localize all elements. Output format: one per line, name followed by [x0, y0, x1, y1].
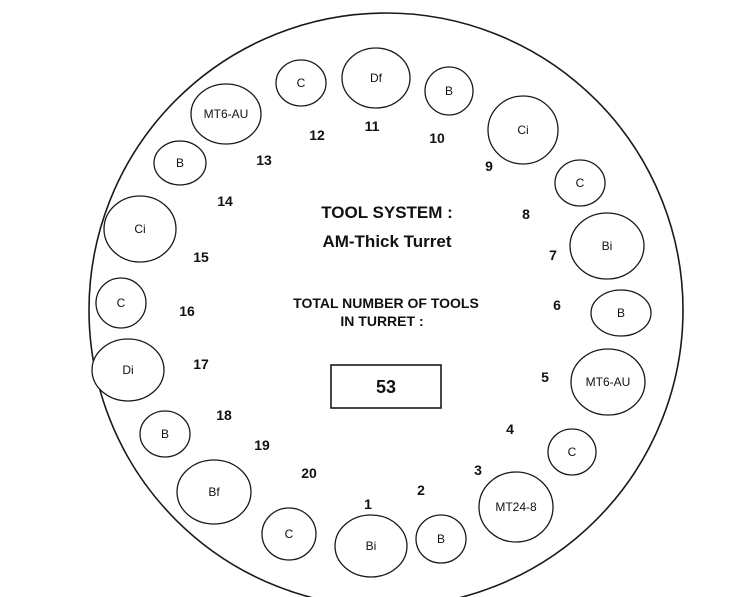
tool-station-3-circle [478, 471, 554, 543]
tool-station-17-label: Di [122, 363, 133, 377]
station-number-6: 6 [553, 297, 561, 313]
tool-station-12-circle [275, 59, 327, 107]
station-number-10: 10 [429, 130, 445, 146]
station-number-8: 8 [522, 206, 530, 222]
total-count-value: 53 [376, 377, 396, 397]
tool-station-14-circle [153, 140, 207, 186]
tool-station-13-label: MT6-AU [204, 107, 249, 121]
tool-station-15-circle [103, 195, 177, 263]
station-number-14: 14 [217, 193, 233, 209]
tool-station-19-label: Bf [208, 485, 220, 499]
station-number-19: 19 [254, 437, 270, 453]
tool-station-2-circle [415, 514, 467, 564]
tool-station-20-label: C [285, 527, 294, 541]
total-count-box [330, 364, 442, 409]
tool-station-7-label: Bi [602, 239, 613, 253]
station-number-9: 9 [485, 158, 493, 174]
title-line-1: TOOL SYSTEM : [321, 203, 453, 222]
tool-station-19-circle [176, 459, 252, 525]
tool-station-4-circle [547, 428, 597, 476]
tool-stations: Bi1B2MT24-83C4MT6-AU5B6Bi7C8Ci9B10Df11C1… [91, 47, 652, 578]
tool-station-8-label: C [576, 176, 585, 190]
station-number-16: 16 [179, 303, 195, 319]
station-number-3: 3 [474, 462, 482, 478]
tool-station-13-circle [190, 83, 262, 145]
tool-station-17-circle [91, 338, 165, 402]
station-number-20: 20 [301, 465, 317, 481]
station-number-13: 13 [256, 152, 272, 168]
tool-station-18-circle [139, 410, 191, 458]
tool-station-1-circle [334, 514, 408, 578]
total-label-line-2: IN TURRET : [340, 313, 423, 329]
tool-station-6-circle [590, 289, 652, 337]
tool-station-16-label: C [117, 296, 126, 310]
tool-station-14-label: B [176, 156, 184, 170]
tool-station-1-label: Bi [366, 539, 377, 553]
tool-station-2-label: B [437, 532, 445, 546]
station-number-7: 7 [549, 247, 557, 263]
tool-station-9-label: Ci [517, 123, 528, 137]
station-number-4: 4 [506, 421, 514, 437]
tool-station-11-circle [341, 47, 411, 109]
station-number-12: 12 [309, 127, 325, 143]
station-number-15: 15 [193, 249, 209, 265]
tool-station-5-label: MT6-AU [586, 375, 631, 389]
tool-station-12-label: C [297, 76, 306, 90]
station-number-18: 18 [216, 407, 232, 423]
tool-station-18-label: B [161, 427, 169, 441]
title-line-2: AM-Thick Turret [322, 232, 451, 251]
station-number-5: 5 [541, 369, 549, 385]
tool-station-16-circle [95, 277, 147, 329]
tool-station-10-circle [424, 66, 474, 116]
tool-station-8-circle [554, 159, 606, 207]
tool-station-3-label: MT24-8 [495, 500, 537, 514]
tool-station-7-circle [569, 212, 645, 280]
station-number-1: 1 [364, 496, 372, 512]
tool-station-15-label: Ci [134, 222, 145, 236]
tool-station-4-label: C [568, 445, 577, 459]
tool-station-5-circle [570, 348, 646, 416]
station-number-2: 2 [417, 482, 425, 498]
tool-station-11-label: Df [370, 71, 383, 85]
tool-station-20-circle [261, 507, 317, 561]
tool-station-9-circle [487, 95, 559, 165]
station-number-17: 17 [193, 356, 209, 372]
station-number-11: 11 [365, 118, 380, 134]
tool-station-6-label: B [617, 306, 625, 320]
total-label-line-1: TOTAL NUMBER OF TOOLS [293, 295, 479, 311]
tool-station-10-label: B [445, 84, 453, 98]
